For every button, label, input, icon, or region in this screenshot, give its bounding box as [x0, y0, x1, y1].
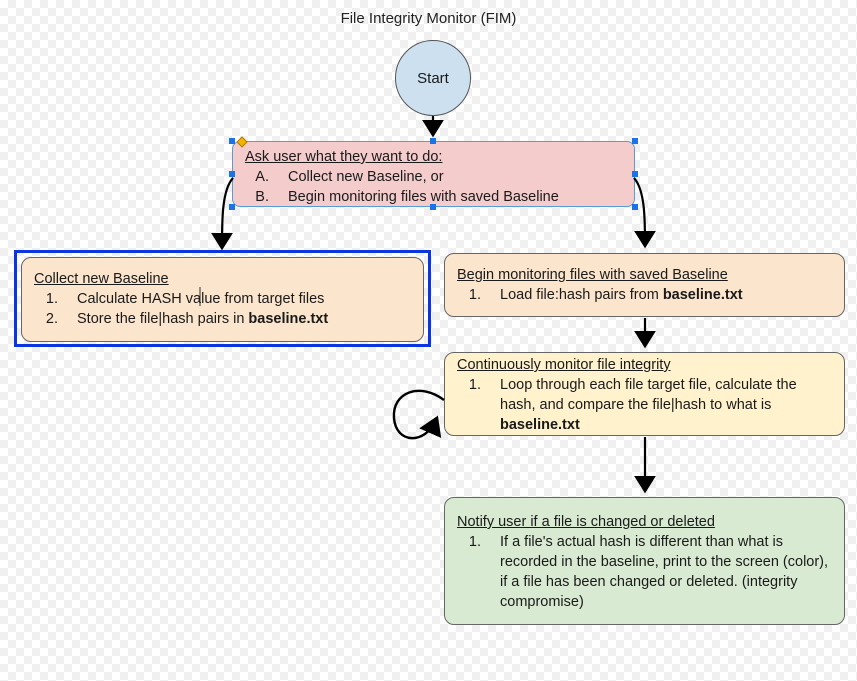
start-node[interactable]: Start	[395, 40, 471, 116]
list-item: 1.Calculate HASH value from target files	[45, 291, 325, 307]
start-label: Start	[417, 69, 449, 87]
selection-handle[interactable]	[229, 138, 235, 144]
begin-monitoring-heading: Begin monitoring files with saved Baseli…	[457, 267, 728, 283]
connector-ask-begin	[633, 177, 656, 249]
selection-handle[interactable]	[632, 171, 638, 177]
monitor-integrity-heading: Continuously monitor file integrity	[457, 357, 671, 373]
list-item: 1.Load file:hash pairs from baseline.txt	[468, 287, 743, 303]
selection-handle[interactable]	[632, 204, 638, 210]
selection-handle[interactable]	[430, 204, 436, 210]
list-item: A.Collect new Baseline, or	[255, 169, 444, 185]
selection-handle[interactable]	[430, 138, 436, 144]
notify-user-heading: Notify user if a file is changed or dele…	[457, 514, 715, 530]
begin-monitoring-node[interactable]: Begin monitoring files with saved Baseli…	[444, 253, 845, 317]
collect-baseline-heading: Collect new Baseline	[34, 271, 169, 287]
list-item: B.Begin monitoring files with saved Base…	[255, 189, 559, 205]
selection-frame	[14, 250, 431, 347]
selection-handle[interactable]	[229, 171, 235, 177]
connector-ask-collect	[211, 177, 234, 251]
list-item: 2.Store the file|hash pairs in baseline.…	[45, 311, 329, 327]
selection-handle[interactable]	[632, 138, 638, 144]
list-item: 1.If a file's actual hash is different t…	[468, 534, 829, 610]
ask-user-heading: Ask user what they want to do:	[245, 149, 443, 165]
collect-baseline-node[interactable]: Collect new Baseline 1.Calculate HASH va…	[21, 257, 424, 342]
selection-handle[interactable]	[229, 204, 235, 210]
list-item: 1.Loop through each file target file, ca…	[468, 377, 797, 433]
connector-monitor-loop	[392, 389, 445, 440]
monitor-integrity-node[interactable]: Continuously monitor file integrity 1.Lo…	[444, 352, 845, 436]
diagram-title: File Integrity Monitor (FIM)	[340, 10, 517, 27]
notify-user-node[interactable]: Notify user if a file is changed or dele…	[444, 497, 845, 625]
